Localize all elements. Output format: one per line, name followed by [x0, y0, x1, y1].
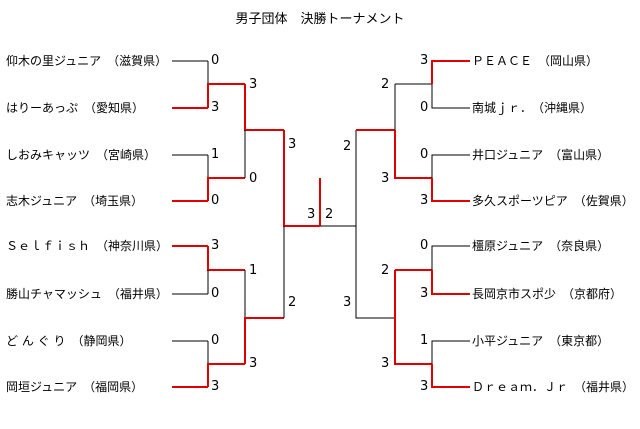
team-right-8: Ｄｒｅａｍ．Ｊｒ（福井県）	[472, 380, 635, 394]
team-left-3: しおみキャッツ（宮崎県）	[6, 148, 157, 162]
score-r-r2-3: 2	[381, 263, 390, 278]
team-left-2: はりーあっぷ（愛知県）	[6, 101, 145, 115]
team-left-1: 仰木の里ジュニア（滋賀県）	[6, 54, 168, 68]
line-rp2w	[431, 178, 470, 202]
score-l-r1-7: 0	[211, 333, 220, 348]
score-r-r2-2: 3	[381, 171, 390, 186]
score-l-sf-2: 2	[288, 295, 297, 310]
line-rp4	[431, 340, 470, 364]
line-rp2	[431, 154, 470, 178]
score-l-sf-1: 3	[288, 137, 297, 152]
team-left-4: 志木ジュニア（埼玉県）	[6, 194, 144, 208]
line-rsfc	[355, 226, 395, 319]
team-right-6: 長岡京市スポ少（京都府）	[472, 287, 623, 301]
score-r-r1-4: 3	[420, 193, 429, 208]
score-l-r1-8: 3	[211, 379, 220, 394]
score-final-right: 2	[325, 207, 334, 222]
score-r-r1-7: 1	[420, 333, 429, 348]
line-rp4w	[431, 364, 470, 388]
score-l-r2-1: 3	[249, 77, 258, 92]
score-l-r1-3: 1	[211, 147, 220, 162]
score-r-sf-1: 2	[343, 139, 352, 154]
score-l-r2-2: 0	[249, 171, 258, 186]
score-l-r1-6: 0	[211, 286, 220, 301]
score-l-r2-3: 1	[249, 263, 258, 278]
score-l-r1-2: 3	[211, 100, 220, 115]
line-lp1w	[207, 83, 245, 108]
score-l-r1-4: 0	[211, 193, 220, 208]
score-r-r1-6: 3	[420, 286, 429, 301]
line-lp4w	[207, 363, 245, 387]
score-final-left: 3	[307, 207, 316, 222]
score-l-r1-1: 0	[211, 53, 220, 68]
team-left-6: 勝山チャマッシュ（福井県）	[6, 287, 168, 301]
team-right-7: 小平ジュニア（東京都）	[472, 334, 610, 348]
tournament-title: 男子団体 決勝トーナメント	[235, 12, 405, 27]
line-rp1w	[431, 60, 470, 84]
team-left-8: 岡垣ジュニア（福岡県）	[6, 380, 144, 394]
team-left-7: ど ん ぐ り（静岡県）	[6, 334, 132, 348]
line-rp3w	[431, 270, 470, 295]
score-r-r1-8: 3	[420, 379, 429, 394]
team-right-5: 橿原ジュニア（奈良県）	[472, 239, 610, 253]
score-r-r1-3: 0	[420, 147, 429, 162]
line-rp3	[431, 245, 470, 270]
score-r-sf-2: 3	[343, 295, 352, 310]
score-r-r2-4: 3	[381, 356, 390, 371]
line-lr2d	[244, 317, 284, 364]
team-right-1: ＰＥＡＣＥ（岡山県）	[472, 54, 599, 68]
score-r-r2-1: 2	[381, 77, 390, 92]
team-right-4: 多久スポーツピア（佐賀県）	[472, 194, 634, 208]
team-right-2: 南城ｊｒ．（沖縄県）	[472, 101, 593, 115]
line-rr2d	[394, 318, 432, 365]
score-l-r2-4: 3	[249, 356, 258, 371]
team-right-3: 井口ジュニア（富山県）	[472, 148, 610, 162]
team-left-5: Ｓｅｌｆｉｓｈ（神奈川県）	[6, 239, 169, 253]
line-rr2b	[394, 130, 432, 179]
score-r-r1-1: 3	[420, 53, 429, 68]
line-lp2w	[207, 177, 245, 201]
score-r-r1-5: 0	[420, 238, 429, 253]
score-r-r1-2: 0	[420, 100, 429, 115]
line-rp1	[431, 84, 470, 109]
score-l-r1-5: 3	[211, 238, 220, 253]
